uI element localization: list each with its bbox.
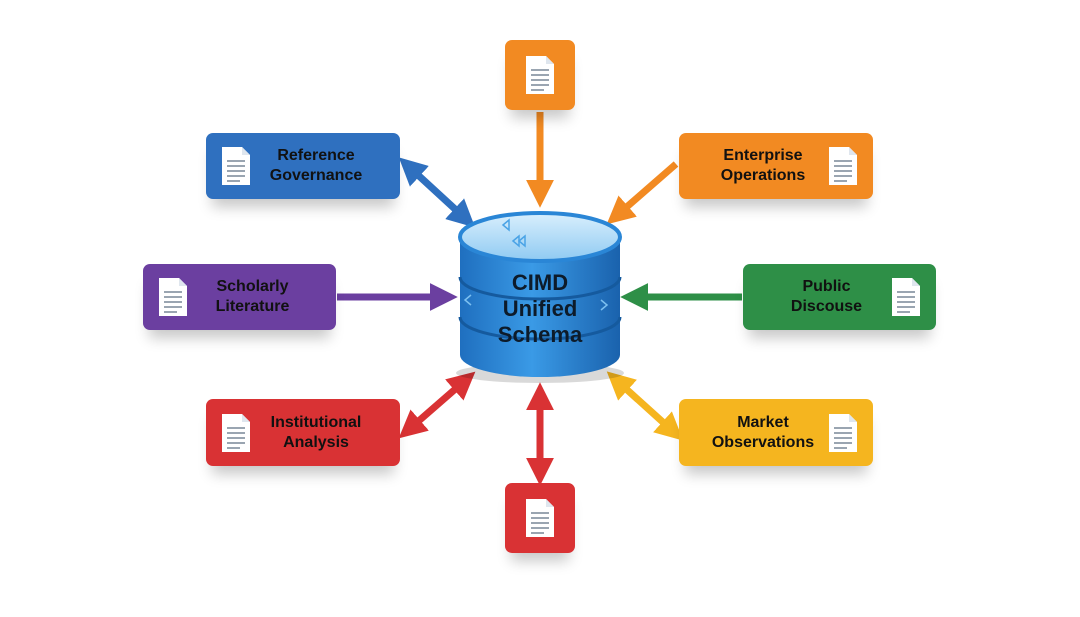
document-icon: [220, 412, 252, 454]
node-top-source: [505, 40, 575, 110]
node-label-line: Operations: [720, 167, 806, 184]
node-label: Scholarly Literature: [189, 277, 316, 317]
arrow-enterprise-operations: [606, 161, 679, 225]
node-bottom-source: [505, 483, 575, 553]
node-label-line: Observations: [711, 433, 815, 451]
node-label: Institutional Analysis: [252, 413, 380, 453]
node-label: Market Observations: [699, 413, 827, 453]
center-title-line-2: Unified: [502, 296, 578, 321]
center-schema-title: CIMD Unified Schema: [455, 270, 625, 348]
document-icon: [157, 276, 189, 318]
document-icon: [220, 145, 252, 187]
document-icon: [524, 497, 556, 539]
center-title-line-3: Schema: [497, 322, 583, 347]
node-enterprise-operations: Enterprise Operations: [679, 133, 873, 199]
node-label: Public Discouse: [763, 277, 890, 317]
node-label-line: Governance: [269, 167, 363, 184]
node-label: Enterprise Operations: [699, 146, 827, 186]
node-label-line: Analysis: [283, 433, 349, 451]
document-icon: [524, 54, 556, 96]
arrow-market-observations: [606, 371, 684, 441]
arrow-institutional-analysis: [398, 371, 476, 439]
node-reference-governance: Reference Governance: [206, 133, 400, 199]
node-label-line: Scholarly: [216, 278, 289, 295]
node-label-line: Reference: [277, 147, 355, 164]
arrow-reference-governance: [398, 157, 476, 228]
node-label-line: Institutional: [270, 413, 362, 431]
node-label: Reference Governance: [252, 146, 380, 186]
node-scholarly-literature: Scholarly Literature: [143, 264, 336, 330]
document-icon: [890, 276, 922, 318]
node-institutional-analysis: Institutional Analysis: [206, 399, 400, 466]
database-cylinder-icon: [456, 211, 624, 383]
node-public-discouse: Public Discouse: [743, 264, 936, 330]
center-title-line-1: CIMD: [511, 270, 569, 295]
node-label-line: Literature: [215, 298, 290, 315]
node-label-line: Public: [802, 278, 851, 295]
node-market-observations: Market Observations: [679, 399, 873, 466]
node-label-line: Discouse: [790, 298, 863, 315]
document-icon: [827, 145, 859, 187]
node-label-line: Market: [737, 413, 789, 431]
document-icon: [827, 412, 859, 454]
node-label-line: Enterprise: [723, 147, 803, 164]
